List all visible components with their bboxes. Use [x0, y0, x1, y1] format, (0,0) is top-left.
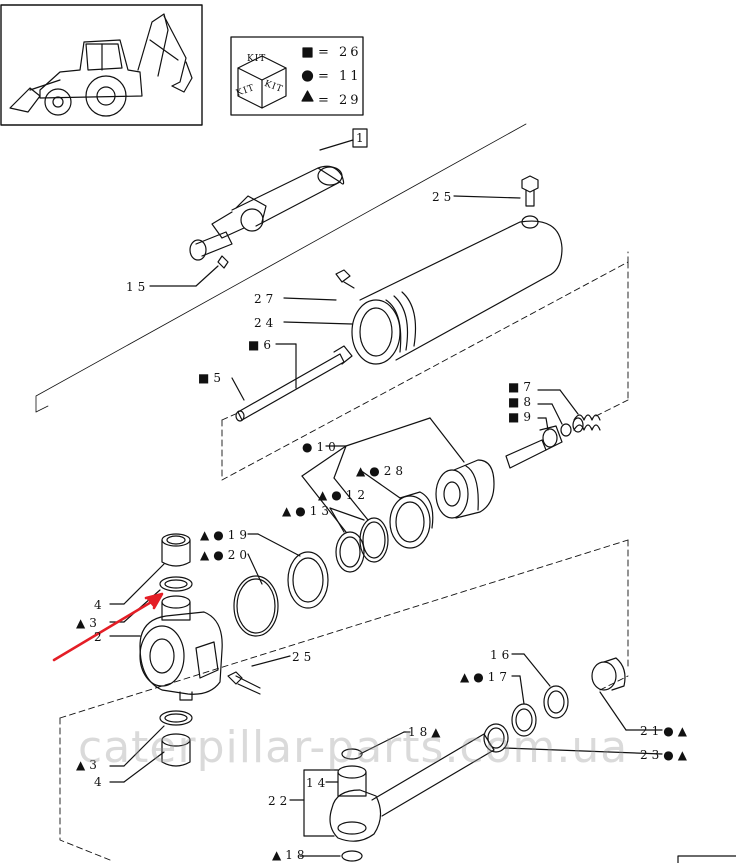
callout-16: 16 [490, 648, 514, 662]
washer-8 [560, 423, 572, 437]
kit-count-square: = 26 [318, 45, 362, 60]
callout-20: ▲●20 [200, 548, 251, 562]
callout-9: ■9 [508, 410, 535, 424]
assembly-ref-box [352, 128, 368, 148]
callout-22: 22 [268, 794, 292, 808]
callout-6: ■6 [248, 338, 275, 352]
callout-21: 21●▲ [640, 724, 691, 738]
callout-23: 23●▲ [640, 748, 691, 762]
guide-ring-28 [389, 491, 434, 549]
callout-7: ■7 [508, 380, 535, 394]
bushing-4-lower [161, 733, 191, 767]
seal-12 [359, 517, 389, 563]
bushing-21 [591, 657, 626, 691]
callout-10: ●10 [302, 440, 340, 454]
red-arrow [52, 592, 164, 662]
callout-18-upper: 18▲ [408, 725, 445, 739]
callout-15: 15 [126, 280, 150, 294]
callout-24: 24 [254, 316, 278, 330]
piston-rod [235, 345, 353, 422]
kit-label-top: KIT [247, 54, 267, 64]
callout-4-upper: 4 [94, 598, 106, 612]
machine-thumbnail [0, 4, 203, 126]
o-ring-20 [233, 575, 279, 637]
circle-symbol [301, 70, 314, 82]
seal-16 [543, 685, 569, 719]
callout-8: ■8 [508, 395, 535, 409]
bolt-25-lower [227, 671, 261, 695]
kit-count-circle: = 11 [318, 69, 362, 84]
triangle-symbol [301, 90, 314, 102]
bolt-9 [505, 425, 563, 469]
watermark: caterpillar-parts.com.ua [78, 722, 629, 773]
callout-27: 27 [254, 292, 278, 306]
callout-12: ▲●12 [318, 488, 369, 502]
kit-legend-box [230, 36, 364, 116]
callout-13: ▲●13 [282, 504, 333, 518]
square-symbol [302, 47, 313, 58]
seal-19 [287, 551, 329, 609]
callout-14: 14 [306, 776, 330, 790]
bushing-4-upper [161, 533, 191, 567]
spring-7 [572, 414, 601, 433]
callout-17: ▲●17 [460, 670, 511, 684]
cylinder-tube [351, 215, 563, 365]
ring-3-lower [159, 710, 193, 726]
seal-13 [335, 531, 365, 573]
cylinder-head-2 [139, 595, 223, 701]
assembly-ref-number: 1 [356, 131, 364, 145]
callout-25-top: 25 [432, 190, 456, 204]
callout-4-lower: 4 [94, 775, 106, 789]
callout-2: 2 [94, 630, 106, 644]
callout-5: ■5 [198, 371, 225, 385]
callout-19: ▲●19 [200, 528, 251, 542]
bolt-25 [521, 175, 539, 207]
ring-3-upper [159, 576, 193, 592]
cylinder-assembly [189, 165, 345, 269]
kit-count-triangle: = 29 [318, 93, 362, 108]
screw-27 [335, 269, 351, 283]
callout-25-lower: 25 [292, 650, 316, 664]
callout-3-upper: ▲3 [76, 616, 101, 630]
piston-10 [435, 459, 495, 519]
callout-3-lower: ▲3 [76, 758, 101, 772]
callout-28: ▲●28 [356, 464, 407, 478]
rod-eye-22 [329, 723, 509, 862]
callout-18-lower: ▲18 [272, 848, 309, 862]
